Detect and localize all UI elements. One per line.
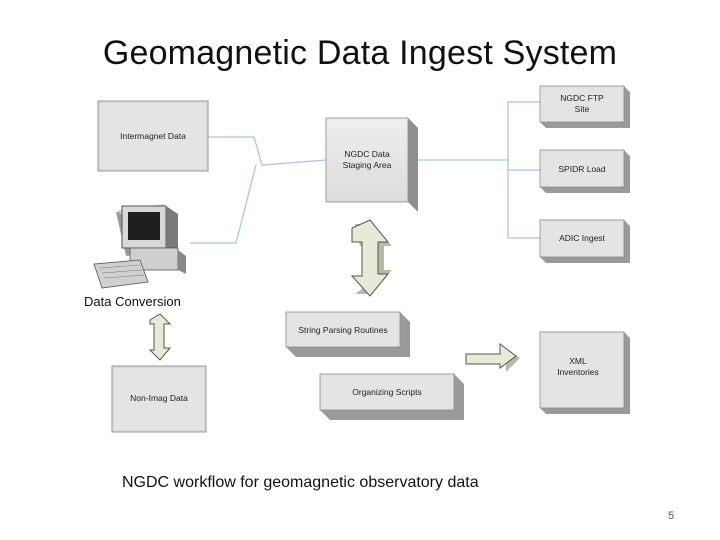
double-arrow-conversion-nonimag [150, 314, 170, 360]
page-number: 5 [668, 510, 674, 522]
connector-staging-ftp [418, 102, 540, 160]
ftp-site-label-line1: NGDC FTP [560, 93, 604, 103]
double-arrow-staging-parsing [352, 220, 392, 296]
xml-inventories-label-line1: XML [569, 356, 587, 366]
connector-staging-adic [508, 170, 540, 238]
staging-area-label-line1: NGDC Data [344, 149, 390, 159]
connector-computer-staging [190, 165, 256, 243]
organizing-scripts-box: Organizing Scripts [320, 374, 464, 420]
arrow-to-xml [466, 344, 520, 372]
staging-area-label-line2: Staging Area [343, 160, 392, 170]
intermagnet-data-label: Intermagnet Data [120, 131, 186, 141]
organizing-scripts-label: Organizing Scripts [352, 387, 421, 397]
spidr-load-box: SPIDR Load [540, 150, 630, 193]
computer-icon [94, 204, 186, 288]
intermagnet-data-box: Intermagnet Data [98, 101, 208, 171]
figure-caption: NGDC workflow for geomagnetic observator… [122, 474, 479, 492]
data-conversion-label: Data Conversion [84, 294, 181, 309]
non-imag-data-label: Non-Imag Data [130, 393, 188, 403]
ftp-site-box: NGDC FTP Site [540, 86, 630, 128]
string-parsing-label: String Parsing Routines [298, 325, 387, 335]
connector-staging-spidr [508, 160, 540, 170]
adic-ingest-box: ADIC Ingest [540, 220, 630, 263]
staging-area-box: NGDC Data Staging Area [326, 118, 418, 212]
adic-ingest-label: ADIC Ingest [559, 233, 605, 243]
ftp-site-label-line2: Site [575, 104, 590, 114]
xml-inventories-box: XML Inventories [540, 332, 630, 414]
non-imag-data-box: Non-Imag Data [112, 366, 206, 432]
connector-intermagnet-staging [208, 137, 326, 165]
spidr-load-label: SPIDR Load [558, 164, 606, 174]
xml-inventories-label-line2: Inventories [557, 367, 599, 377]
string-parsing-box: String Parsing Routines [286, 312, 410, 357]
